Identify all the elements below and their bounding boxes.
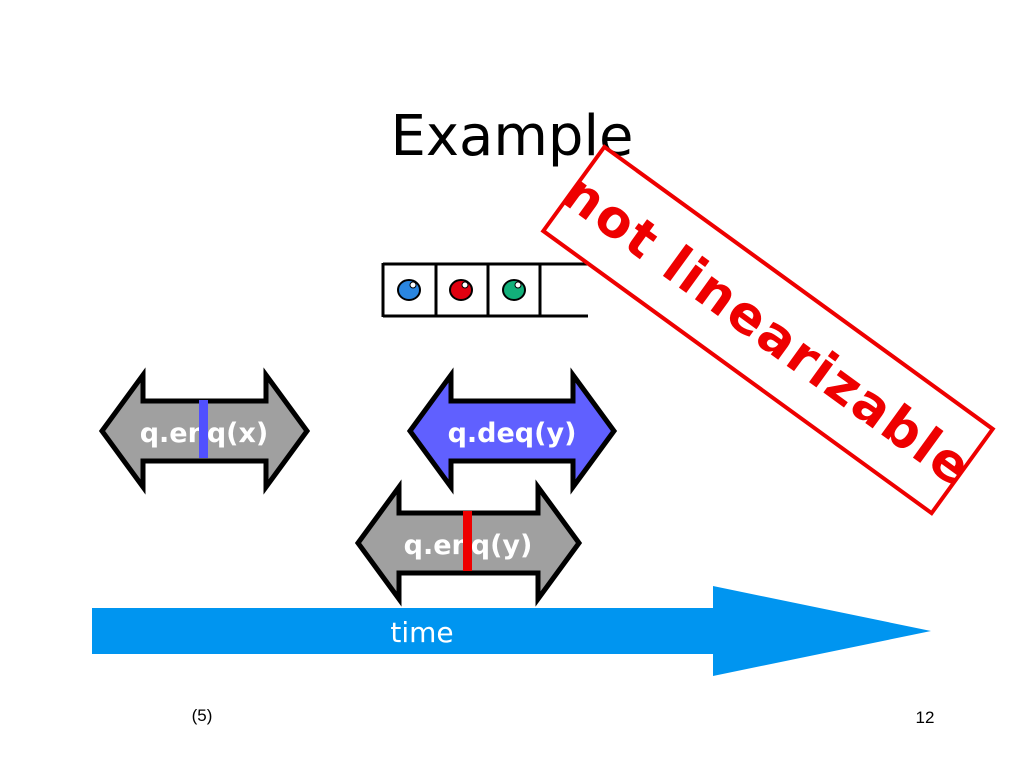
not-linearizable-stamp: not linearizable: [540, 144, 996, 516]
interval-enq-x: q.enq(x): [98, 367, 311, 495]
queue-ball-blue: [397, 279, 421, 301]
footer-left: (5): [192, 706, 213, 725]
slide-number: 12: [916, 708, 935, 727]
time-axis: time: [92, 586, 931, 676]
green-ball-highlight: [514, 281, 522, 289]
deq-y-label: q.deq(y): [448, 418, 577, 449]
enq-x-linearization-point: [199, 400, 208, 458]
red-ball-highlight: [461, 281, 469, 289]
deq-y-double-arrow: [406, 367, 618, 495]
stamp-border: [540, 144, 996, 516]
queue-ball-red: [449, 279, 473, 301]
queue-ball-green: [502, 279, 526, 301]
red-ball-body: [449, 279, 473, 301]
time-arrow: [92, 586, 931, 676]
stamp-text: not linearizable: [552, 163, 984, 499]
slide-title: Example: [391, 104, 634, 169]
blue-ball-highlight: [409, 281, 417, 289]
green-ball-body: [502, 279, 526, 301]
enq-y-linearization-point: [463, 511, 472, 571]
interval-enq-y: q.enq(y): [354, 479, 583, 607]
queue: [381, 262, 588, 318]
blue-ball-body: [397, 279, 421, 301]
time-label: time: [390, 616, 453, 649]
interval-deq-y: q.deq(y): [406, 367, 618, 495]
